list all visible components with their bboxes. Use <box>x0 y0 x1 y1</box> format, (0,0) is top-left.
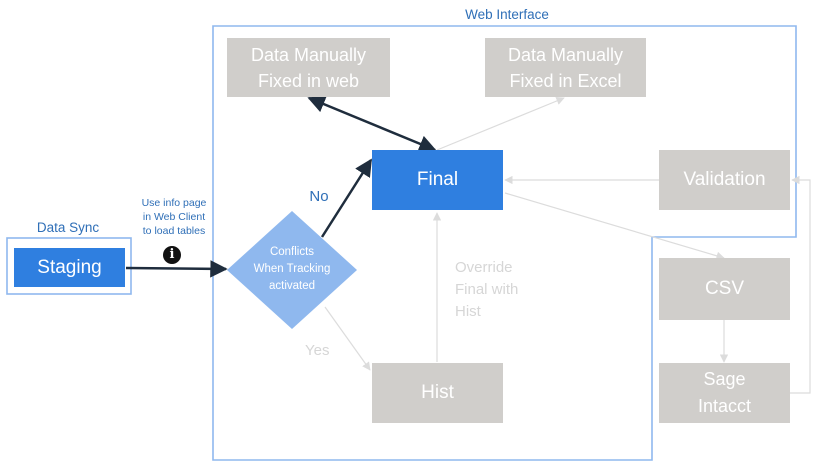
arrow-final-to-fixed-excel <box>436 96 565 151</box>
arrow-sage-to-validation <box>790 175 811 394</box>
data-sync-border <box>6 237 132 295</box>
conflicts-diamond <box>227 211 357 329</box>
info-page-note: Use info page in Web Client to load tabl… <box>141 197 207 237</box>
no-label: No <box>309 188 329 205</box>
fixed-in-web-node[interactable]: Data Manually Fixed in web <box>227 38 390 97</box>
arrow-conflicts-to-final <box>320 158 373 238</box>
sage-intacct-node[interactable]: Sage Intacct <box>659 363 790 423</box>
info-circle-icon[interactable]: i <box>163 246 181 264</box>
arrow-staging-to-conflicts <box>125 260 228 278</box>
arrow-final-to-csv <box>504 192 725 260</box>
conflicts-label: Conflicts When Tracking activated <box>253 246 331 292</box>
hist-node[interactable]: Hist <box>372 363 503 423</box>
override-label: Override Final with Hist <box>455 259 519 320</box>
validation-node[interactable]: Validation <box>659 150 790 210</box>
csv-node[interactable]: CSV <box>659 258 790 320</box>
fixed-in-excel-node[interactable]: Data Manually Fixed in Excel <box>485 38 646 97</box>
web-interface-label: Web Interface <box>465 7 549 22</box>
data-sync-label: Data Sync <box>36 220 100 235</box>
arrow-final-fixed-web <box>307 95 437 153</box>
final-node[interactable]: Final <box>372 150 503 210</box>
arrow-conflicts-to-hist <box>324 306 371 371</box>
yes-label: Yes <box>305 342 330 359</box>
staging-node[interactable]: Staging <box>14 248 125 287</box>
